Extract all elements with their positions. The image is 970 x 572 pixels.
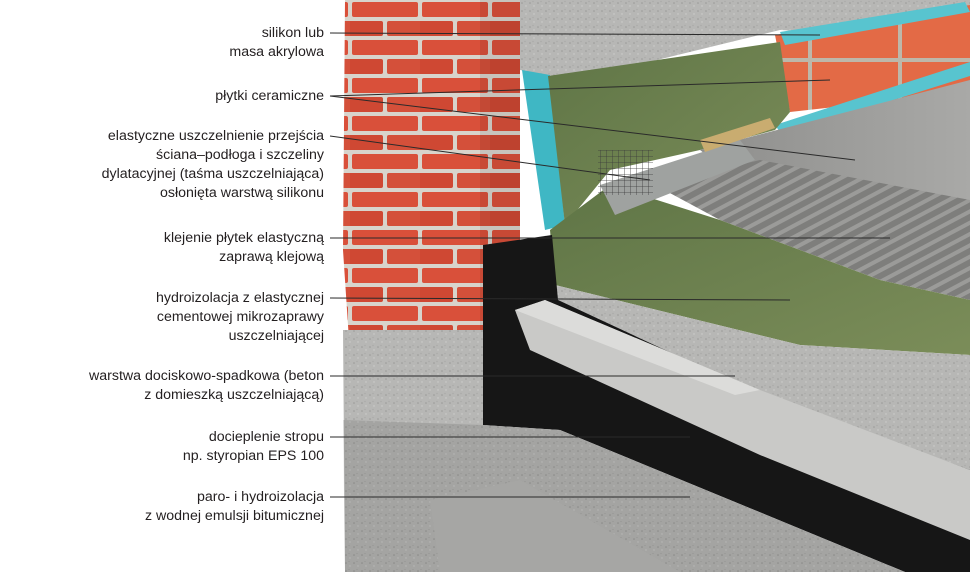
green-membrane-floor: [550, 185, 970, 355]
label-screed-layer: warstwa dociskowo-spadkowa (beton z domi…: [89, 367, 324, 405]
reinforcement-mesh: [598, 150, 653, 195]
leader-lines: [329, 32, 890, 498]
green-membrane-wall: [548, 42, 790, 225]
insulation-strip-lower: [775, 62, 970, 135]
label-bitumen-emulsion-line-1: paro- i hydroizolacja: [197, 489, 324, 505]
brick-wall: [343, 0, 520, 355]
insulation-strip-top: [780, 2, 970, 45]
label-sealing-tape-line-4: osłonięta warstwą silikonu: [159, 185, 324, 201]
label-sealing-tape: elastyczne uszczelnienie przejścia ścian…: [102, 127, 324, 203]
label-tile-adhesive: klejenie płytek elastyczną zaprawą klejo…: [164, 229, 324, 267]
label-slab-insulation-line-2: np. styropian EPS 100: [182, 448, 324, 464]
leader-line-1: [329, 32, 821, 36]
label-waterproofing-mortar-line-3: uszczelniającej: [228, 328, 324, 344]
label-slab-insulation: docieplenie stropu np. styropian EPS 100: [183, 428, 324, 466]
label-tile-adhesive-line-1: klejenie płytek elastyczną: [163, 230, 324, 246]
leader-line-2: [329, 79, 831, 97]
leader-line-2b: [329, 95, 856, 161]
label-waterproofing-mortar-line-1: hydroizolacja z elastycznej: [156, 290, 324, 306]
slab-bottom-step: [430, 480, 680, 572]
label-bitumen-emulsion: paro- i hydroizolacja z wodnej emulsji b…: [145, 488, 324, 526]
ridged-adhesive-bed: [655, 160, 970, 300]
label-ceramic-tiles-line-1: płytki ceramiczne: [215, 88, 324, 104]
label-tile-adhesive-line-2: zaprawą klejową: [219, 249, 324, 265]
label-sealing-tape-line-1: elastyczne uszczelnienie przejścia: [107, 128, 324, 144]
label-ceramic-tiles: płytki ceramiczne: [215, 87, 324, 106]
leader-line-3: [329, 135, 651, 181]
label-sealing-tape-line-3: dylatacyjnej (taśma uszczelniająca): [101, 166, 324, 182]
label-silicone: silikon lub masa akrylowa: [229, 24, 324, 62]
eps-insulation-board: [515, 300, 970, 540]
sealing-tape: [600, 140, 755, 215]
eps-insulation-board-top: [515, 300, 760, 395]
label-silicone-line-2: masa akrylowa: [229, 44, 324, 60]
label-slab-insulation-line-1: docieplenie stropu: [208, 429, 324, 445]
label-screed-layer-line-1: warstwa dociskowo-spadkowa (beton: [89, 368, 324, 384]
label-bitumen-emulsion-line-2: z wodnej emulsji bitumicznej: [145, 508, 324, 524]
label-sealing-tape-line-2: ściana–podłoga i szczeliny: [156, 147, 324, 163]
label-silicone-line-1: silikon lub: [261, 25, 324, 41]
insulation-strip-vertical: [522, 70, 565, 230]
label-waterproofing-mortar-line-2: cementowej mikrozaprawy: [156, 309, 324, 325]
label-screed-layer-line-2: z domieszką uszczelniającą): [144, 387, 324, 403]
label-waterproofing-mortar: hydroizolacja z elastycznej cementowej m…: [156, 289, 324, 346]
leader-line-5: [329, 297, 791, 301]
